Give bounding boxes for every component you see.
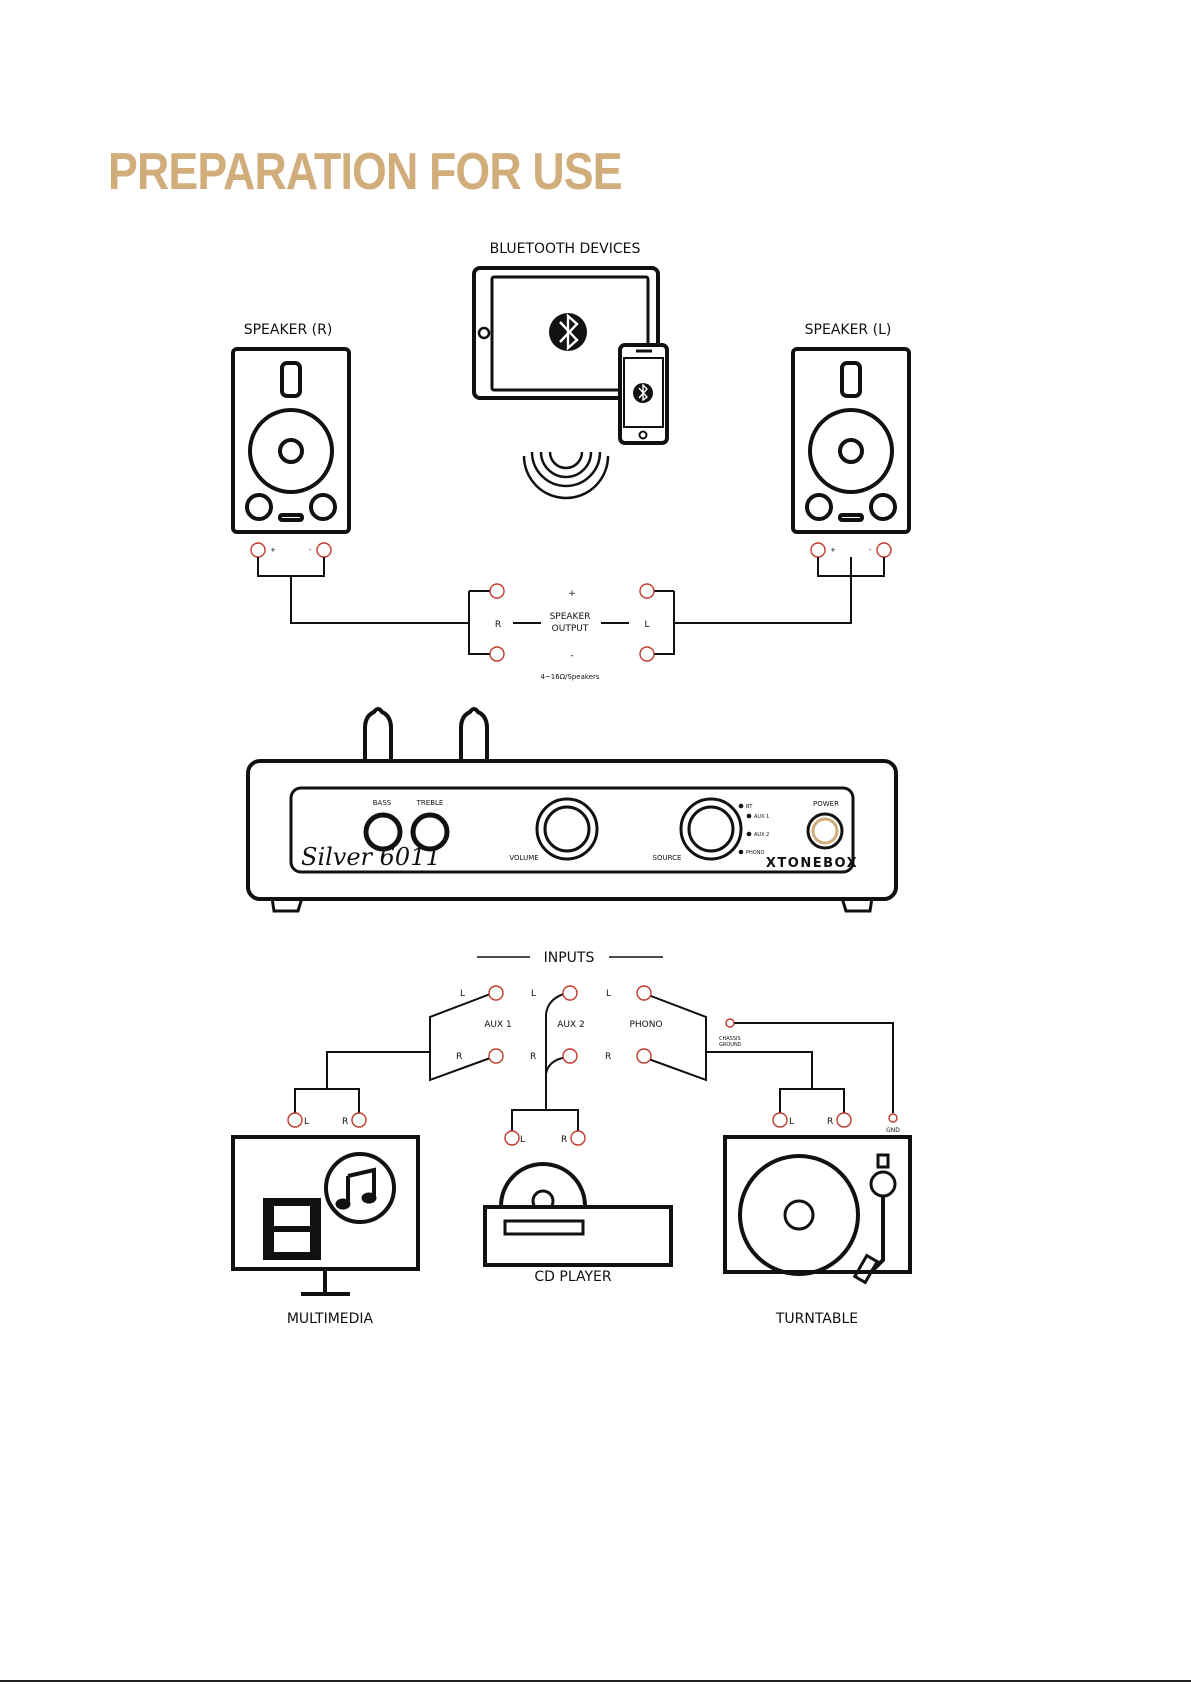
- vacuum-tube-left: [365, 709, 391, 760]
- gnd-label: GND: [886, 1127, 900, 1134]
- music-note-icon: [326, 1154, 394, 1222]
- turntable-icon: [725, 1137, 910, 1282]
- speaker-left-label: SPEAKER (L): [805, 322, 892, 338]
- multimedia-right-jack: [352, 1113, 366, 1127]
- cd-player-label: CD PLAYER: [534, 1269, 611, 1285]
- source-label: SOURCE: [653, 854, 682, 862]
- speaker-output-line2: OUTPUT: [552, 624, 589, 634]
- source-option-bt: BT: [746, 804, 753, 810]
- output-plus: +: [568, 589, 576, 599]
- turntable-right-jack: [837, 1113, 851, 1127]
- source-option-aux2: AUX 2: [754, 832, 769, 838]
- aux2-left-label: L: [531, 989, 536, 999]
- phono-left-label: L: [606, 989, 611, 999]
- speaker-left-plus: +: [830, 546, 836, 554]
- bass-label: BASS: [373, 799, 392, 807]
- speaker-left-minus-terminal: [877, 543, 891, 557]
- aux2-label: AUX 2: [557, 1020, 585, 1030]
- output-l-plus-terminal: [640, 584, 654, 598]
- cd-left-jack: [505, 1131, 519, 1145]
- vacuum-tube-right: [461, 709, 487, 760]
- aux2-left-jack: [563, 986, 577, 1000]
- speaker-right-plus-terminal: [251, 543, 265, 557]
- cd-right-jack: [571, 1131, 585, 1145]
- speaker-left-minus: -: [869, 546, 872, 554]
- output-left-label: L: [644, 620, 649, 630]
- amplifier-icon: [248, 709, 896, 911]
- multimedia-right-label: R: [342, 1117, 348, 1127]
- turntable-left-label: L: [789, 1117, 794, 1127]
- music-note-glyph: [336, 1170, 376, 1209]
- footer-rule: [0, 1680, 1191, 1682]
- wireless-signal-icon: [524, 452, 608, 498]
- impedance-label: 4~16Ω/Speakers: [540, 673, 599, 681]
- aux1-label: AUX 1: [484, 1020, 512, 1030]
- turntable-right-label: R: [827, 1117, 833, 1127]
- speaker-right-icon: [233, 349, 349, 532]
- output-right-label: R: [495, 620, 501, 630]
- speaker-left-icon: [793, 349, 909, 532]
- phono-right-jack: [637, 1049, 651, 1063]
- speaker-right-plus: +: [270, 546, 276, 554]
- smartphone-icon: [620, 345, 667, 443]
- bluetooth-devices-label: BLUETOOTH DEVICES: [490, 241, 641, 257]
- brand-logo: XTONEBOX: [766, 856, 858, 871]
- power-label: POWER: [813, 800, 839, 808]
- aux2-right-label: R: [530, 1052, 536, 1062]
- cd-left-label: L: [520, 1135, 525, 1145]
- output-r-plus-terminal: [490, 584, 504, 598]
- turntable-gnd-jack: [889, 1114, 897, 1122]
- treble-label: TREBLE: [416, 799, 444, 807]
- source-option-aux1: AUX 1: [754, 814, 769, 820]
- speaker-output-line1: SPEAKER: [550, 612, 591, 622]
- multimedia-icon: [233, 1137, 418, 1294]
- cd-right-label: R: [561, 1135, 567, 1145]
- cd-player-icon: [485, 1164, 671, 1265]
- output-l-minus-terminal: [640, 647, 654, 661]
- chassis-ground-terminal: [726, 1019, 734, 1027]
- input-wiring: [295, 993, 893, 1132]
- speaker-right-minus-terminal: [317, 543, 331, 557]
- speaker-wiring: [258, 557, 884, 654]
- source-indicators: BT AUX 1 AUX 2 PHONO: [739, 804, 770, 856]
- chassis-ground-line2: GROUND: [719, 1042, 742, 1048]
- turntable-left-jack: [773, 1113, 787, 1127]
- aux1-right-label: R: [456, 1052, 462, 1062]
- speaker-right-label: SPEAKER (R): [244, 322, 333, 338]
- aux1-right-jack: [489, 1049, 503, 1063]
- output-r-minus-terminal: [490, 647, 504, 661]
- aux1-left-jack: [489, 986, 503, 1000]
- phono-label: PHONO: [629, 1020, 662, 1030]
- multimedia-label: MULTIMEDIA: [287, 1311, 374, 1327]
- aux2-right-jack: [563, 1049, 577, 1063]
- speaker-left-plus-terminal: [811, 543, 825, 557]
- speaker-right-minus: -: [309, 546, 312, 554]
- source-option-phono: PHONO: [746, 850, 764, 856]
- aux1-left-label: L: [460, 989, 465, 999]
- output-minus: -: [570, 651, 573, 661]
- turntable-label: TURNTABLE: [775, 1311, 858, 1327]
- multimedia-left-jack: [288, 1113, 302, 1127]
- volume-label: VOLUME: [509, 854, 538, 862]
- multimedia-left-label: L: [304, 1117, 309, 1127]
- phono-left-jack: [637, 986, 651, 1000]
- model-script: Silver 6011: [301, 843, 441, 871]
- inputs-title: INPUTS: [544, 950, 595, 966]
- phono-right-label: R: [605, 1052, 611, 1062]
